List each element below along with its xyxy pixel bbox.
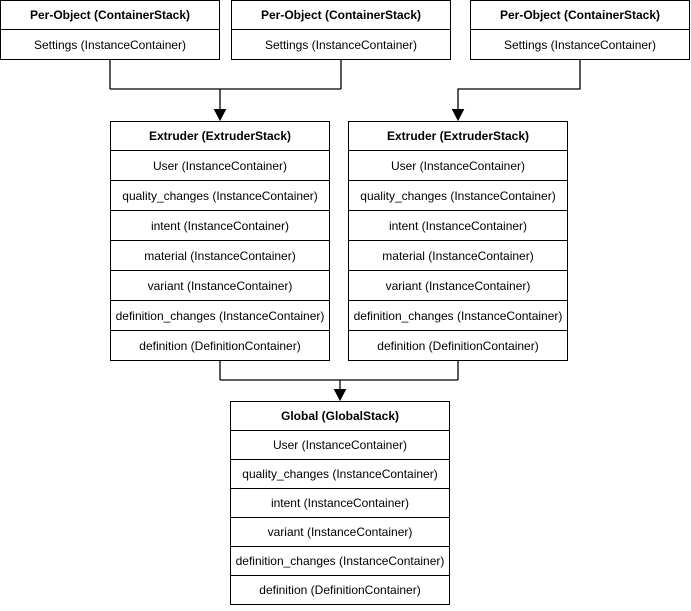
extruder-stack-1: Extruder (ExtruderStack) User (InstanceC… — [110, 121, 330, 361]
row-definition-changes: definition_changes (InstanceContainer) — [111, 300, 329, 330]
row-variant: variant (InstanceContainer) — [111, 270, 329, 300]
row-user: User (InstanceContainer) — [111, 150, 329, 180]
box-title: Global (GlobalStack) — [280, 409, 400, 423]
row-definition: definition (DefinitionContainer) — [349, 330, 567, 360]
row-settings: Settings (InstanceContainer) — [1, 29, 219, 59]
box-title: Extruder (ExtruderStack) — [386, 129, 530, 143]
row-user: User (InstanceContainer) — [231, 430, 449, 459]
row-definition: definition (DefinitionContainer) — [111, 330, 329, 360]
row-quality-changes: quality_changes (InstanceContainer) — [231, 459, 449, 488]
row-variant: variant (InstanceContainer) — [231, 517, 449, 546]
box-title: Per-Object (ContainerStack) — [29, 8, 191, 22]
per-object-stack-2: Per-Object (ContainerStack) Settings (In… — [231, 0, 451, 60]
row-material: material (InstanceContainer) — [349, 240, 567, 270]
row-quality-changes: quality_changes (InstanceContainer) — [111, 180, 329, 210]
row-settings: Settings (InstanceContainer) — [232, 29, 450, 59]
row-definition: definition (DefinitionContainer) — [231, 575, 449, 604]
arrow-per-object-to-extruder-1 — [109, 60, 342, 122]
row-variant: variant (InstanceContainer) — [349, 270, 567, 300]
row-intent: intent (InstanceContainer) — [111, 210, 329, 240]
per-object-stack-1: Per-Object (ContainerStack) Settings (In… — [0, 0, 220, 60]
row-definition-changes: definition_changes (InstanceContainer) — [349, 300, 567, 330]
row-intent: intent (InstanceContainer) — [231, 488, 449, 517]
box-title: Per-Object (ContainerStack) — [260, 8, 422, 22]
row-user: User (InstanceContainer) — [349, 150, 567, 180]
row-material: material (InstanceContainer) — [111, 240, 329, 270]
row-settings: Settings (InstanceContainer) — [471, 29, 689, 59]
arrow-per-object-to-extruder-2 — [451, 60, 581, 122]
arrow-extruders-to-global — [219, 359, 459, 402]
global-stack: Global (GlobalStack) User (InstanceConta… — [230, 401, 450, 605]
extruder-stack-2: Extruder (ExtruderStack) User (InstanceC… — [348, 121, 568, 361]
row-quality-changes: quality_changes (InstanceContainer) — [349, 180, 567, 210]
per-object-stack-3: Per-Object (ContainerStack) Settings (In… — [470, 0, 690, 60]
box-title: Per-Object (ContainerStack) — [499, 8, 661, 22]
box-title: Extruder (ExtruderStack) — [148, 129, 292, 143]
row-definition-changes: definition_changes (InstanceContainer) — [231, 546, 449, 575]
row-intent: intent (InstanceContainer) — [349, 210, 567, 240]
